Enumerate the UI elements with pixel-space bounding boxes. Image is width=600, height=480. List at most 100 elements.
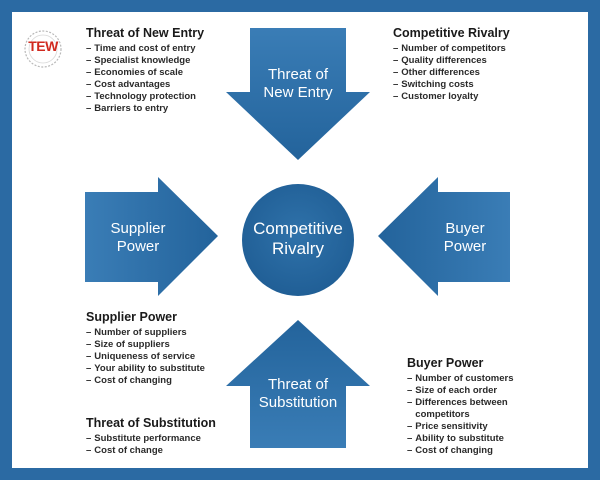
label-supplier-power: Supplier Power [88, 220, 188, 256]
list-item: –Cost of changing [407, 445, 557, 457]
list-item-text: Quality differences [401, 55, 487, 66]
list-item-text: Cost advantages [94, 79, 171, 90]
arrow-threat-new-entry [226, 28, 370, 160]
arrow-threat-substitution [226, 320, 370, 448]
dash-bullet: – [407, 397, 413, 408]
dash-bullet: – [407, 373, 413, 384]
block-list: –Substitute performance–Cost of change [86, 433, 246, 457]
block-title: Competitive Rivalry [393, 26, 510, 40]
list-item-text: Number of customers [415, 373, 514, 384]
label-line: Threat of [267, 66, 329, 83]
label-line: New Entry [263, 84, 333, 101]
list-item: –Number of competitors [393, 43, 553, 55]
label-competitive-rivalry: Competitive Rivalry [238, 219, 358, 260]
list-item-text: competitors [415, 409, 470, 420]
dash-bullet: – [86, 91, 92, 102]
block-list: –Number of competitors–Quality differenc… [393, 43, 553, 103]
dash-bullet: – [393, 67, 399, 78]
block-title: Threat of New Entry [86, 26, 205, 40]
list-item: –Cost of change [86, 445, 246, 457]
competitive-rivalry-circle [242, 184, 354, 296]
list-item-text: Size of suppliers [94, 339, 170, 350]
list-item-text: Differences between [415, 397, 508, 408]
dash-bullet: – [86, 103, 92, 114]
block-list: –Time and cost of entry–Specialist knowl… [86, 43, 236, 115]
list-item-text: Specialist knowledge [94, 55, 191, 66]
block-list: –Number of suppliers–Size of suppliers–U… [86, 327, 236, 387]
list-item: –Size of suppliers [86, 339, 236, 351]
list-item-text: Your ability to substitute [94, 363, 205, 374]
list-item-text: Price sensitivity [415, 421, 488, 432]
dash-bullet: – [393, 55, 399, 66]
list-item: –Cost advantages [86, 79, 236, 91]
list-item: –Size of each order [407, 385, 557, 397]
label-line: Rivalry [272, 239, 324, 259]
dash-bullet: – [86, 67, 92, 78]
arrow-buyer-power [378, 177, 510, 296]
list-item: –Price sensitivity [407, 421, 557, 433]
dash-bullet [407, 409, 412, 420]
dash-bullet: – [86, 327, 92, 338]
dash-bullet: – [393, 43, 399, 54]
block-competitive-rivalry: Competitive Rivalry –Number of competito… [393, 26, 553, 103]
list-item: –Differences between [407, 397, 557, 409]
block-supplier-power: Supplier Power –Number of suppliers–Size… [86, 310, 236, 387]
list-item-text: Ability to substitute [415, 433, 504, 444]
label-buyer-power: Buyer Power [416, 220, 514, 256]
list-item-text: Time and cost of entry [94, 43, 196, 54]
list-item-text: Cost of changing [415, 445, 493, 456]
list-item: –Economies of scale [86, 67, 236, 79]
dash-bullet: – [393, 91, 399, 102]
list-item: –Switching costs [393, 79, 553, 91]
list-item: –Specialist knowledge [86, 55, 236, 67]
label-line: Power [443, 238, 487, 255]
list-item-text: Size of each order [415, 385, 498, 396]
list-item: –Other differences [393, 67, 553, 79]
list-item-text: Cost of change [94, 445, 163, 456]
label-line: Supplier [110, 220, 166, 237]
dash-bullet: – [86, 363, 92, 374]
dash-bullet: – [86, 351, 92, 362]
label-line: Power [116, 238, 160, 255]
label-line: Threat of [267, 376, 329, 393]
list-item: –Number of suppliers [86, 327, 236, 339]
list-item-text: Substitute performance [94, 433, 201, 444]
dash-bullet: – [393, 79, 399, 90]
list-item: –Technology protection [86, 91, 236, 103]
list-item: –Ability to substitute [407, 433, 557, 445]
dash-bullet: – [86, 339, 92, 350]
block-threat-new-entry: Threat of New Entry –Time and cost of en… [86, 26, 236, 115]
dash-bullet: – [407, 445, 413, 456]
list-item-text: Cost of changing [94, 375, 172, 386]
label-threat-substitution: Threat of Substitution [240, 376, 356, 412]
block-title: Buyer Power [407, 356, 484, 370]
block-title: Supplier Power [86, 310, 177, 324]
list-item: –Quality differences [393, 55, 553, 67]
list-item: –Uniqueness of service [86, 351, 236, 363]
list-item-text: Number of competitors [401, 43, 506, 54]
list-item: –Time and cost of entry [86, 43, 236, 55]
list-item-text: Other differences [401, 67, 480, 78]
list-item: –Number of customers [407, 373, 557, 385]
block-buyer-power: Buyer Power –Number of customers–Size of… [407, 356, 557, 457]
dash-bullet: – [86, 55, 92, 66]
list-item-text: Number of suppliers [94, 327, 187, 338]
logo-text: TEW [28, 38, 58, 54]
block-list: –Number of customers–Size of each order–… [407, 373, 557, 457]
list-item: –Your ability to substitute [86, 363, 236, 375]
label-line: Buyer [445, 220, 485, 237]
dash-bullet: – [86, 43, 92, 54]
list-item-text: Economies of scale [94, 67, 183, 78]
block-threat-substitution: Threat of Substitution –Substitute perfo… [86, 416, 246, 457]
dash-bullet: – [86, 375, 92, 386]
dash-bullet: – [407, 421, 413, 432]
list-item-text: Uniqueness of service [94, 351, 196, 362]
list-item-text: Customer loyalty [401, 91, 479, 102]
list-item-text: Barriers to entry [94, 103, 169, 114]
list-item: –Barriers to entry [86, 103, 236, 115]
list-item: –Customer loyalty [393, 91, 553, 103]
dash-bullet: – [86, 433, 92, 444]
list-item-text: Switching costs [401, 79, 474, 90]
dash-bullet: – [86, 79, 92, 90]
